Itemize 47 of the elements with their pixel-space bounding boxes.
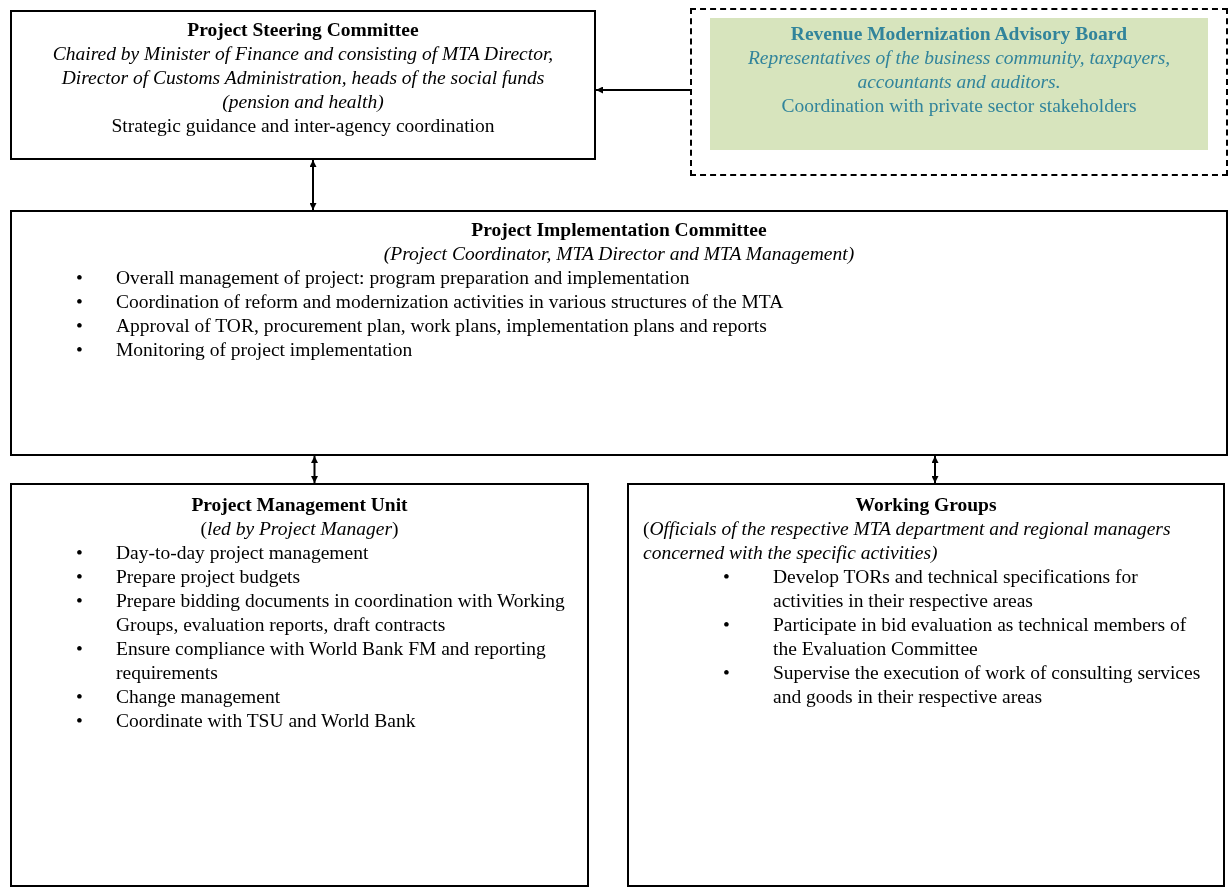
bullet-item: Approval of TOR, procurement plan, work plans, implementation plans and reports [116,314,768,338]
bullet-marker: • [723,565,730,589]
bullet-marker: • [76,338,83,362]
box-subtitle: (Project Coordinator, MTA Director and MTA Management) [382,242,856,266]
arrow [309,159,317,211]
bullet-item: Supervise the execution of work of consulting services and goods in their respective areas [773,661,1201,709]
bullet-marker: • [76,685,83,709]
box-subtitle: (led by Project Manager) [199,517,400,541]
bullet-item: Coordination of reform and modernization activities in various structures of the MTA [116,290,785,314]
arrow [595,86,691,94]
box-heading: Project Implementation Committee [470,218,768,242]
box-subtitle: Chaired by Minister of Finance and consisting of MTA Director, Director of Customs Administration, heads of the social funds (pension and health) [51,42,555,114]
box-subtitle: (Officials of the respective MTA department and regional managers concerned with the specific activities) [643,517,1172,565]
committee-box [10,10,596,160]
bullet-item: Develop TORs and technical specifications for activities in their respective areas [773,565,1139,613]
bullet-marker: • [76,290,83,314]
committee-box [10,210,1228,456]
bullet-item: Change management [116,685,282,709]
bullet-marker: • [723,613,730,637]
box-heading: Project Steering Committee [186,18,420,42]
box-heading: Project Management Unit [190,493,409,517]
box-text: Coordination with private sector stakeholders [780,94,1138,118]
bullet-item: Prepare bidding documents in coordination with Working Groups, evaluation reports, draft contracts [116,589,565,637]
bullet-item: Prepare project budgets [116,565,302,589]
box-heading: Working Groups [854,493,998,517]
bullet-marker: • [76,541,83,565]
bullet-item: Day-to-day project management [116,541,370,565]
bullet-marker: • [76,565,83,589]
arrow [311,455,318,484]
bullet-item: Ensure compliance with World Bank FM and reporting requirements [116,637,547,685]
bullet-marker: • [76,709,83,733]
advisory-board-box [690,8,1228,176]
bullet-marker: • [723,661,730,685]
bullet-marker: • [76,314,83,338]
bullet-item: Coordinate with TSU and World Bank [116,709,417,733]
bullet-marker: • [76,589,83,613]
box-subtitle: Representatives of the business community, taxpayers, accountants and auditors. [746,46,1172,94]
working-groups-box [627,483,1225,887]
arrow [931,455,939,484]
bullet-item: Overall management of project: program preparation and implementation [116,266,691,290]
bullet-item: Monitoring of project implementation [116,338,414,362]
bullet-marker: • [76,266,83,290]
bullet-marker: • [76,637,83,661]
unit-box [10,483,589,887]
box-heading: Revenue Modernization Advisory Board [789,22,1129,46]
bullet-item: Participate in bid evaluation as technical members of the Evaluation Committee [773,613,1188,661]
box-text: Strategic guidance and inter-agency coordination [110,114,496,138]
